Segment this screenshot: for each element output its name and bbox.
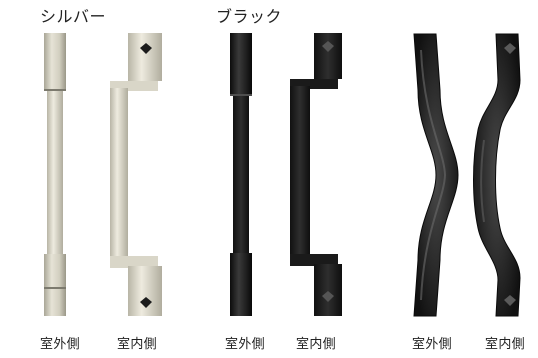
hammered-exterior-label: 室外側 <box>412 337 452 352</box>
black-interior-handle <box>290 33 342 316</box>
hammered-exterior-handle <box>413 33 459 317</box>
silver-exterior-handle <box>44 33 66 316</box>
silver-interior-handle <box>110 33 162 316</box>
silver-exterior-label: 室外側 <box>40 337 80 352</box>
black-caption: ブラック <box>216 7 283 26</box>
silver-caption: シルバー <box>40 7 107 26</box>
black-exterior-label: 室外側 <box>225 337 265 352</box>
hammered-interior-handle <box>473 33 521 317</box>
black-interior-label: 室内側 <box>296 337 336 352</box>
black-exterior-handle <box>230 33 252 316</box>
handle-photos <box>44 33 521 317</box>
silver-interior-label: 室内側 <box>117 337 157 352</box>
hammered-interior-label: 室内側 <box>485 337 525 352</box>
